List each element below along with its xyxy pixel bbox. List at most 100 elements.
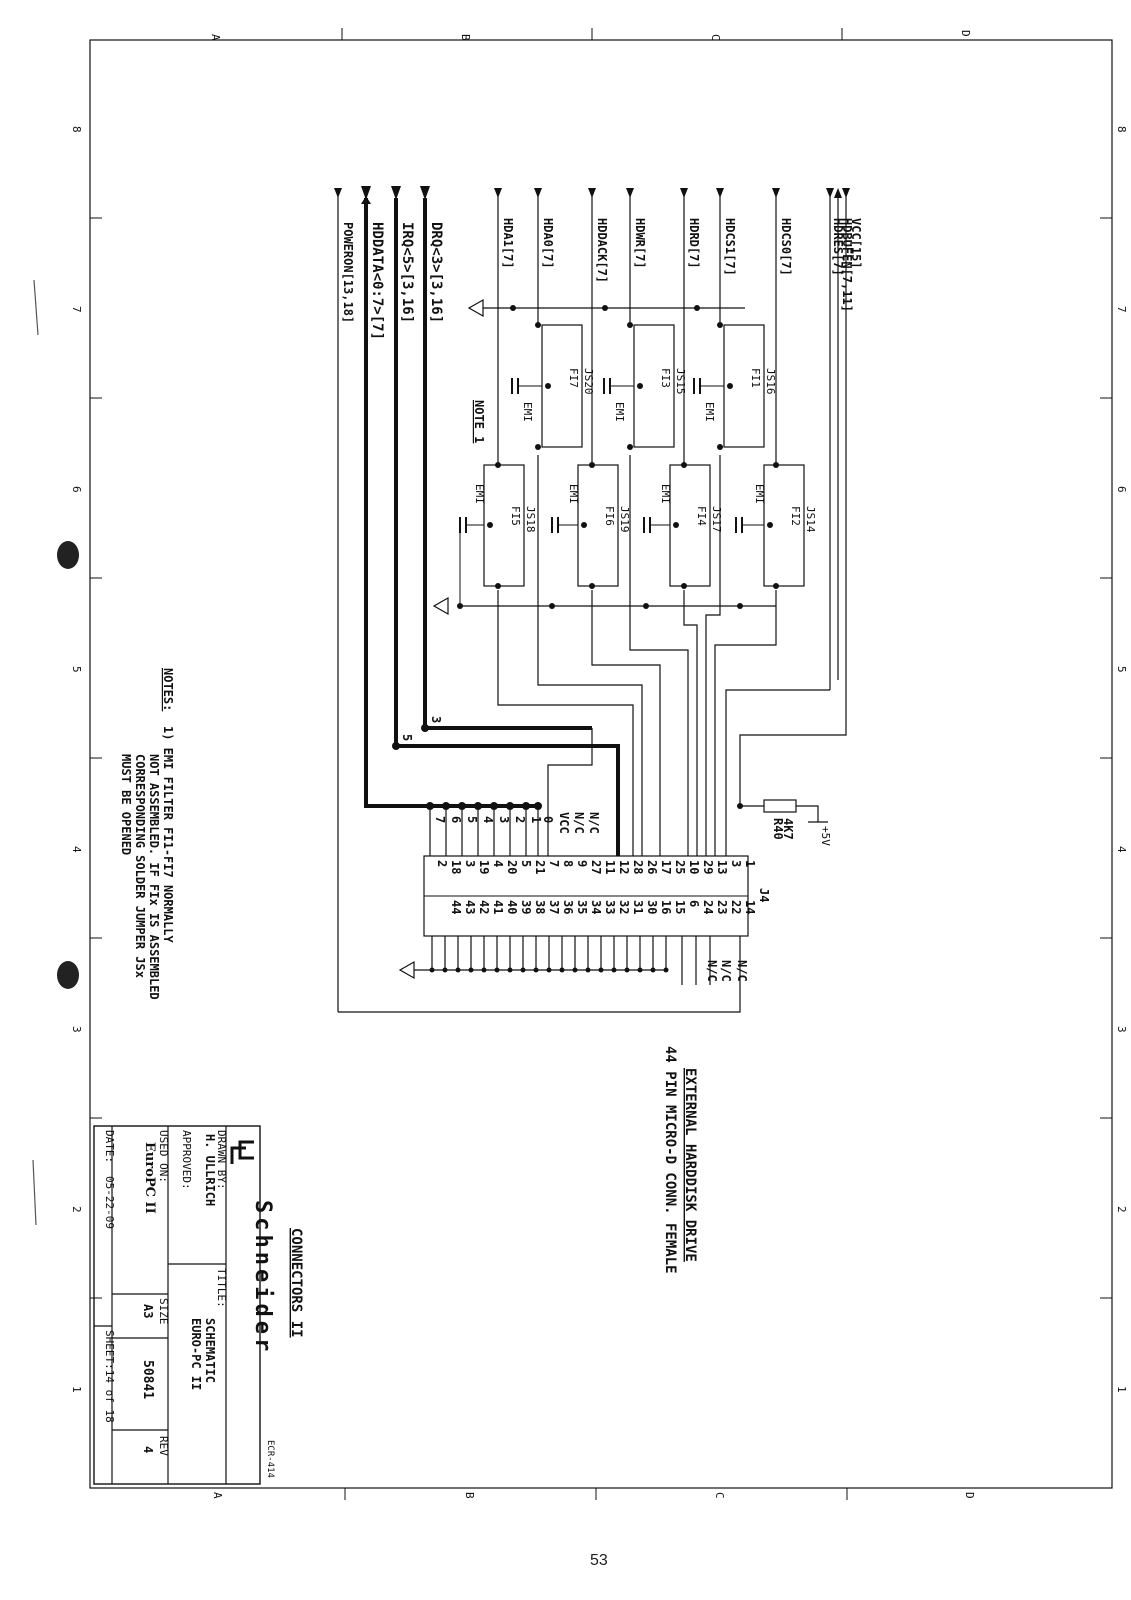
connector-pin: 31: [631, 900, 645, 914]
connector-pin: 29: [701, 860, 715, 874]
connector-pin: 24: [701, 900, 715, 914]
zone-letter-top-a: A: [209, 34, 222, 41]
nc-label: N/C: [719, 960, 733, 982]
connector-pin: 44: [449, 900, 463, 914]
zone-number-left-1: 1: [70, 1386, 83, 1393]
jumper-label: JS16: [764, 368, 777, 395]
sheet-border: [89, 39, 1113, 1489]
title-value-2: EURO-PC II: [189, 1318, 203, 1390]
used-on-label: USED ON:: [157, 1130, 170, 1183]
signal-label-hdbufen: HDBUFEN[7,11]: [840, 218, 854, 312]
emi-label: EMI: [613, 402, 626, 422]
emi-label: EMI: [567, 484, 580, 504]
zone-number-left-6: 6: [70, 486, 83, 493]
connector-pin: 4: [491, 860, 505, 867]
resistor-value: 4K7: [781, 818, 795, 840]
filter-label: FI4: [695, 506, 708, 526]
signal-label-hddata: HDDATA<0:7>[7]: [369, 222, 385, 340]
connector-pin: 26: [645, 860, 659, 874]
supply-label: +5V: [819, 826, 832, 846]
vcc-label: VCC: [557, 812, 571, 834]
connector-pin: 10: [687, 860, 701, 874]
drawn-by-value: H. ULLRICH: [203, 1134, 217, 1206]
zone-number-left-7: 7: [70, 306, 83, 313]
emi-label: EMI: [753, 484, 766, 504]
notes-line: NOT ASSEMBLED. IF FIx IS ASSEMBLED: [147, 754, 161, 1000]
connector-pin: 25: [673, 860, 687, 874]
filter-block-js16-fi1: JS16 FI1 EMI: [693, 324, 777, 448]
signal-label-irq: IRQ<5>[3,16]: [399, 222, 415, 323]
signal-label-hdcs0: HDCS0[7]: [779, 218, 793, 276]
connector-pin: 2: [435, 860, 449, 867]
notes-line: MUST BE OPENED: [119, 754, 133, 855]
filter-block-js18-fi5: JS18 FI5 EMI: [459, 464, 537, 606]
connector-pin: 27: [589, 860, 603, 874]
connector-pin: 40: [505, 900, 519, 914]
filter-label: FI5: [509, 506, 522, 526]
approved-label: APPROVED:: [180, 1130, 193, 1190]
connector-pin: 7: [547, 860, 561, 867]
data-bit-label: 3: [497, 816, 511, 823]
jumper-label: JS17: [710, 506, 723, 533]
connector-pin: 35: [575, 900, 589, 914]
connector-pin: 20: [505, 860, 519, 874]
signal-label-hddack: HDDACK[7]: [595, 218, 609, 283]
signal-wires: [337, 195, 847, 1013]
date-label: DATE:: [103, 1130, 116, 1163]
data-bit-taps: [414, 806, 711, 985]
drawing-number: 50841: [140, 1360, 155, 1399]
zone-letter-bottom-b: B: [463, 1492, 476, 1499]
connector-pin: 38: [533, 900, 547, 914]
connector-pin: 11: [603, 860, 617, 874]
zone-number-right-7: 7: [1115, 306, 1128, 313]
drawn-by-label: DRAWN BY:: [215, 1130, 228, 1190]
filter-block-js14-fi2: JS14 FI2 EMI: [735, 464, 817, 587]
zone-number-right-8: 8: [1115, 126, 1128, 133]
jumper-label: JS20: [582, 368, 595, 395]
connector-pin: 42: [477, 900, 491, 914]
signal-label-drq: DRQ<3>[3,16]: [428, 222, 444, 323]
connector-pin: 33: [603, 900, 617, 914]
data-bit-label: 4: [481, 816, 495, 823]
zone-letter-top-d: D: [959, 30, 972, 37]
signal-label-hda0: HDA0[7]: [541, 218, 555, 269]
ecr-number: ECR-414: [265, 1440, 275, 1478]
connector-pin: 15: [673, 900, 687, 914]
filter-block-js19-fi6: JS19 FI6 EMI: [551, 464, 631, 587]
zone-number-right-4: 4: [1115, 846, 1128, 853]
zone-number-left-4: 4: [70, 846, 83, 853]
ground-symbol: [398, 298, 484, 980]
connector-ref: J4: [757, 888, 771, 902]
data-bit-label: 6: [449, 816, 463, 823]
zone-number-right-1: 1: [1115, 1386, 1128, 1393]
zone-ticks: [90, 28, 1112, 1500]
connector-pin: 1: [743, 860, 757, 867]
signal-arrows: [334, 186, 850, 204]
connector-pin: 6: [687, 900, 701, 907]
connector-pin: 19: [477, 860, 491, 874]
zone-number-left-5: 5: [70, 666, 83, 673]
notes-line: CORRESPONDING SOLDER JUMPER JSx: [133, 754, 147, 978]
filter-label: FI3: [659, 368, 672, 388]
scan-punch-hole: [57, 961, 79, 989]
connectors-heading: CONNECTORS II: [288, 1228, 304, 1338]
data-bit-label: 2: [513, 816, 527, 823]
size-label: SIZE: [157, 1298, 170, 1325]
zone-letter-bottom-a: A: [211, 1492, 224, 1499]
zone-letter-bottom-c: C: [713, 1492, 726, 1499]
date-value: 05-22-09: [103, 1176, 116, 1229]
filter-block-js20-fi7: JS20 FI7 EMI: [511, 324, 595, 448]
zone-number-left-3: 3: [70, 1026, 83, 1033]
drawing-title-line1: EXTERNAL HARDDISK DRIVE: [682, 1068, 698, 1262]
emi-label: EMI: [473, 484, 486, 504]
filter-label: FI7: [567, 368, 580, 388]
resistor-ref: R40: [771, 818, 785, 840]
signal-label-hdrd: HDRD[7]: [687, 218, 701, 269]
signal-label-poweron: POWERON[13,18]: [341, 222, 355, 323]
connector-pin: 12: [617, 860, 631, 874]
notes-line: 1) EMI FILTER FI1-FI7 NORMALLY: [161, 726, 175, 944]
zone-number-right-3: 3: [1115, 1026, 1128, 1033]
connector-pin: 18: [449, 860, 463, 874]
